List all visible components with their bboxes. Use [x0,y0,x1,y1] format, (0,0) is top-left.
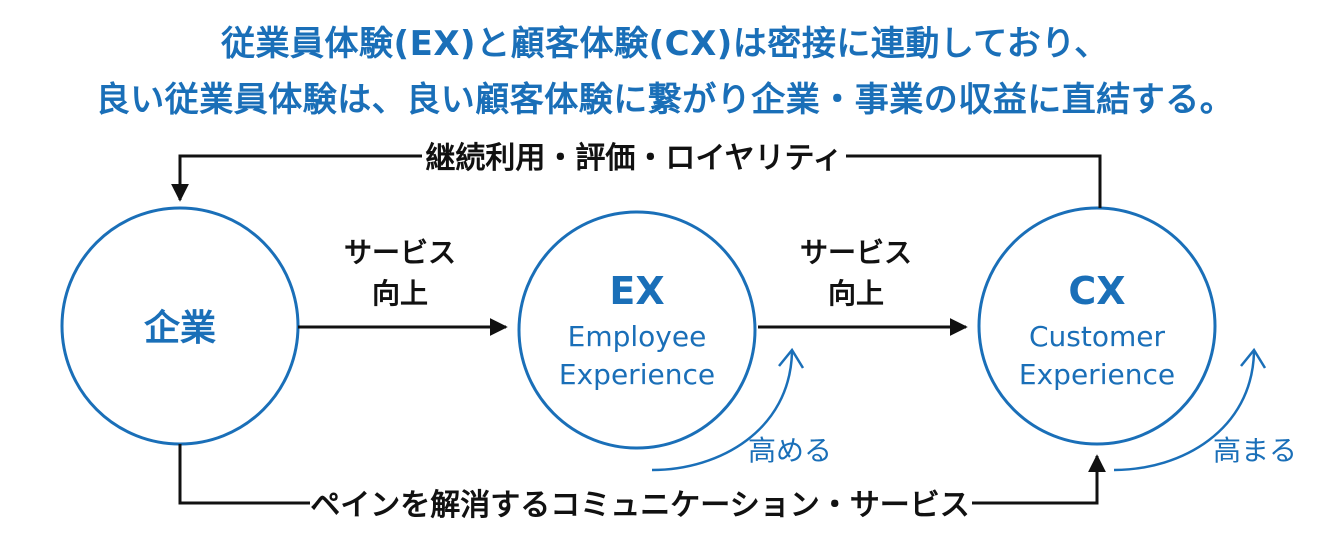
cx-effect-label: 高まる [1213,434,1297,467]
cx-increase-curve [1113,351,1256,472]
ex-increase-arrowhead-icon [778,347,805,369]
top-feedback-line-right [846,154,1102,208]
cx-line2: Experience [1019,358,1175,391]
cx-circle [977,206,1217,446]
top-feedback-label: 継続利用・評価・ロイヤリティ [425,141,842,176]
company-to-ex-label-line1: サービス [344,236,456,269]
bottom-flow-line-left [178,444,310,505]
headline-line-1: 従業員体験(EX)と顧客体験(CX)は密接に連動しており、 [221,24,1109,64]
ex-line1: Employee [568,320,707,353]
ex-increase-curve [651,351,794,472]
ex-to-cx-label-line2: 向上 [828,277,884,310]
cx-increase-arrowhead-icon [1240,347,1267,369]
ex-abbr: EX [609,269,664,313]
cx-line1: Customer [1029,320,1165,353]
top-feedback-arrow-left [171,154,422,202]
ex-to-cx-label-line1: サービス [800,236,912,269]
bottom-flow-arrow-right [972,454,1106,505]
company-to-ex-label-line2: 向上 [372,277,428,310]
ex-effect-label: 高める [748,434,832,467]
headline-line-2: 良い従業員体験は、良い顧客体験に繋がり企業・事業の収益に直結する。 [95,80,1235,120]
cx-abbr: CX [1068,269,1125,313]
ex-circle [517,210,757,450]
company-label: 企業 [144,307,216,349]
ex-line2: Experience [559,358,715,391]
bottom-flow-label: ペインを解消するコミュニケーション・サービス [310,488,969,523]
